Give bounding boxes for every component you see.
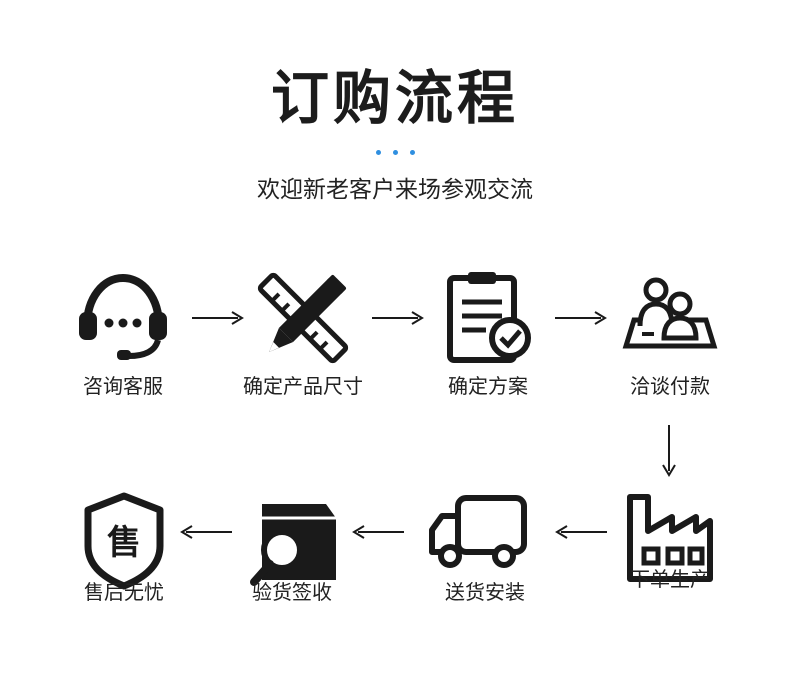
step-label: 确定方案 <box>448 374 528 398</box>
step-label: 验货签收 <box>252 580 332 604</box>
page-subtitle: 欢迎新老客户来场参观交流 <box>257 177 533 203</box>
box-search-icon <box>244 490 344 590</box>
arrow-left-icon <box>555 525 607 539</box>
truck-icon <box>428 482 528 582</box>
factory-icon <box>620 487 720 587</box>
step-label: 咨询客服 <box>83 374 163 398</box>
meeting-icon <box>620 268 720 368</box>
dot <box>375 150 381 155</box>
arrow-right-icon <box>555 311 607 325</box>
arrow-left-icon <box>352 525 404 539</box>
dot <box>392 150 398 155</box>
step-label: 送货安装 <box>445 580 525 604</box>
clipboard-check-icon <box>438 268 538 368</box>
shield-icon: 售 <box>74 490 174 590</box>
headset-icon <box>73 268 173 368</box>
step-label: 下单生产 <box>630 567 710 591</box>
pencil-ruler-icon <box>253 268 353 368</box>
arrow-left-icon <box>180 525 232 539</box>
shield-badge-text: 售 <box>107 523 141 563</box>
dot <box>409 150 415 155</box>
step-label: 售后无忧 <box>84 580 164 604</box>
arrow-right-icon <box>192 311 244 325</box>
arrow-down-icon <box>662 425 676 477</box>
step-label: 确定产品尺寸 <box>243 374 363 398</box>
arrow-right-icon <box>372 311 424 325</box>
page-title: 订购流程 <box>270 64 519 132</box>
title-dots <box>0 150 790 155</box>
step-label: 洽谈付款 <box>630 374 710 398</box>
